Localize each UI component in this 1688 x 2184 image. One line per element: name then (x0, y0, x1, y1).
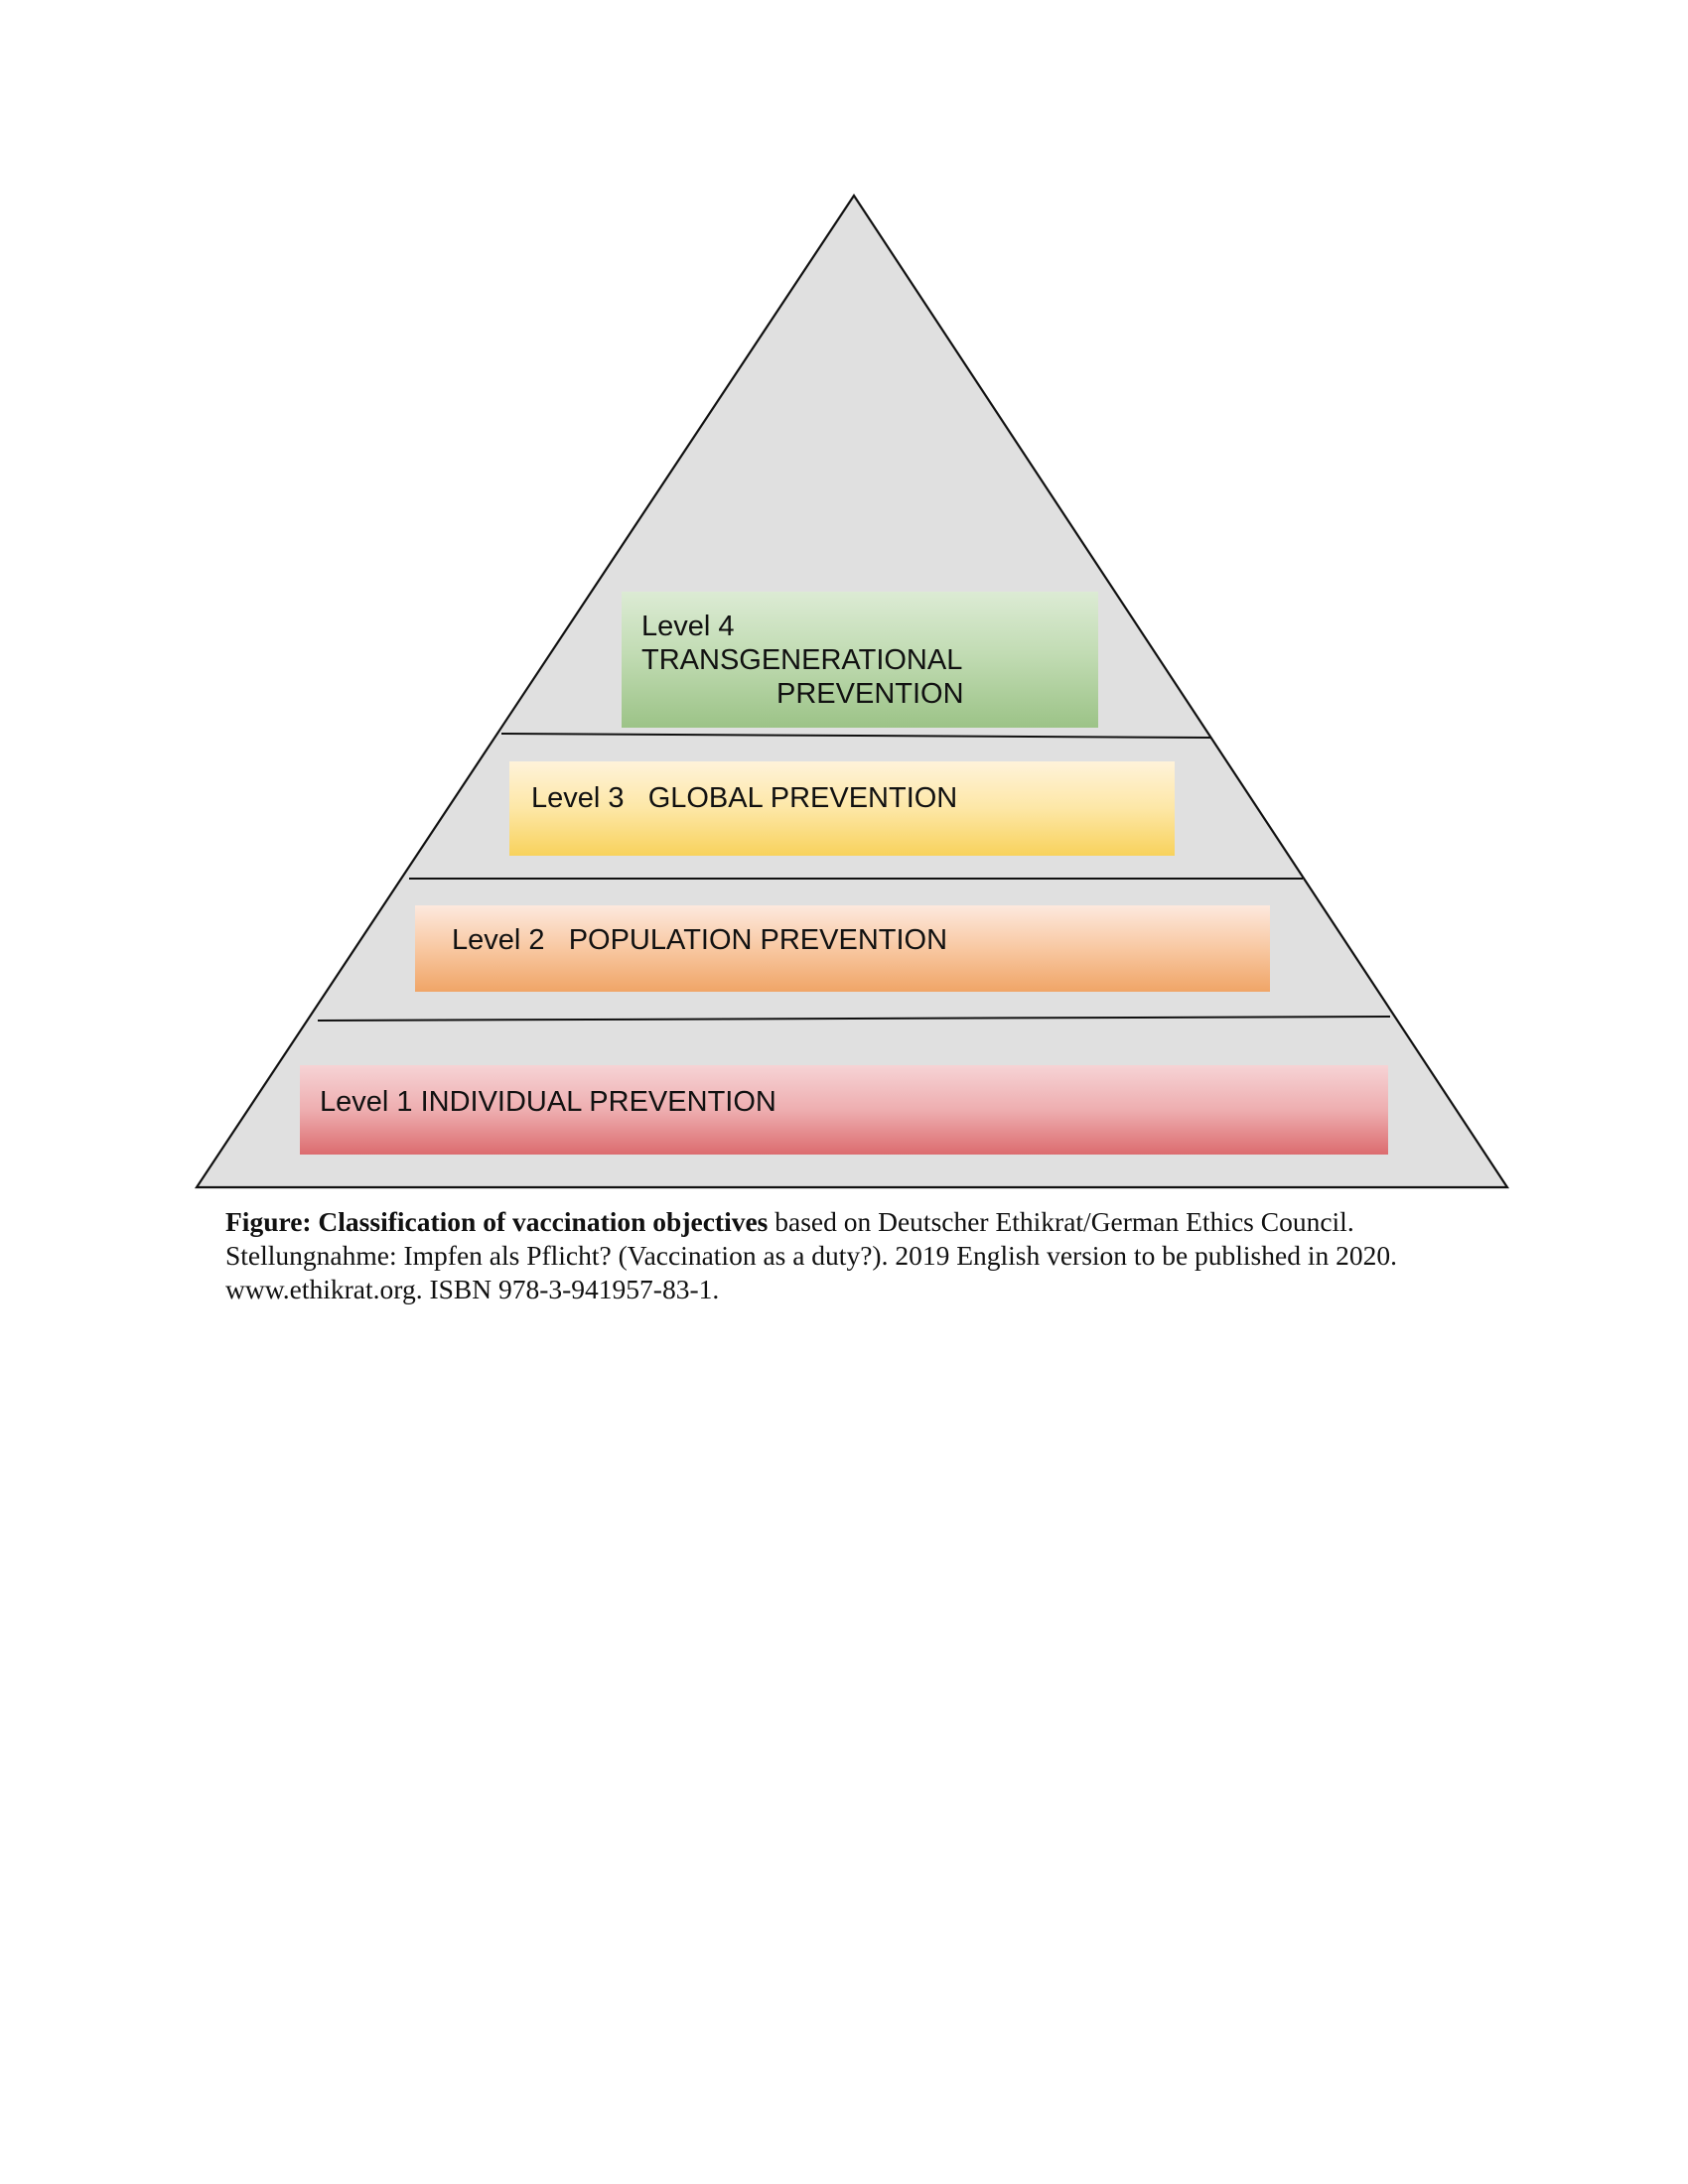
level-3-label: Level 3 (531, 782, 625, 814)
level-1-band: Level 1 INDIVIDUAL PREVENTION (300, 1065, 1388, 1155)
level-2-label: Level 2 (452, 924, 545, 956)
level-4-name-line-1: TRANSGENERATIONAL (641, 644, 963, 676)
level-4-label: Level 4 (641, 611, 735, 642)
level-4-name-line-2: PREVENTION (776, 678, 964, 710)
level-2-name: POPULATION PREVENTION (568, 924, 948, 956)
level-1-label: Level 1 INDIVIDUAL PREVENTION (320, 1086, 776, 1118)
level-2-band: Level 2 POPULATION PREVENTION (415, 905, 1270, 992)
figure-caption: Figure: Classification of vaccination ob… (225, 1205, 1477, 1306)
level-3-name: GLOBAL PREVENTION (647, 782, 958, 814)
divider-level-4-3 (500, 733, 1212, 739)
level-3-band: Level 3 GLOBAL PREVENTION (509, 761, 1175, 856)
figure-caption-title: Figure: Classification of vaccination ob… (225, 1206, 769, 1237)
divider-level-2-1 (317, 1016, 1391, 1022)
level-4-band: Level 4 TRANSGENERATIONAL PREVENTION (622, 592, 1098, 728)
figure-caption-text: based on Deutscher Ethikrat/German Ethic… (225, 1206, 1397, 1304)
